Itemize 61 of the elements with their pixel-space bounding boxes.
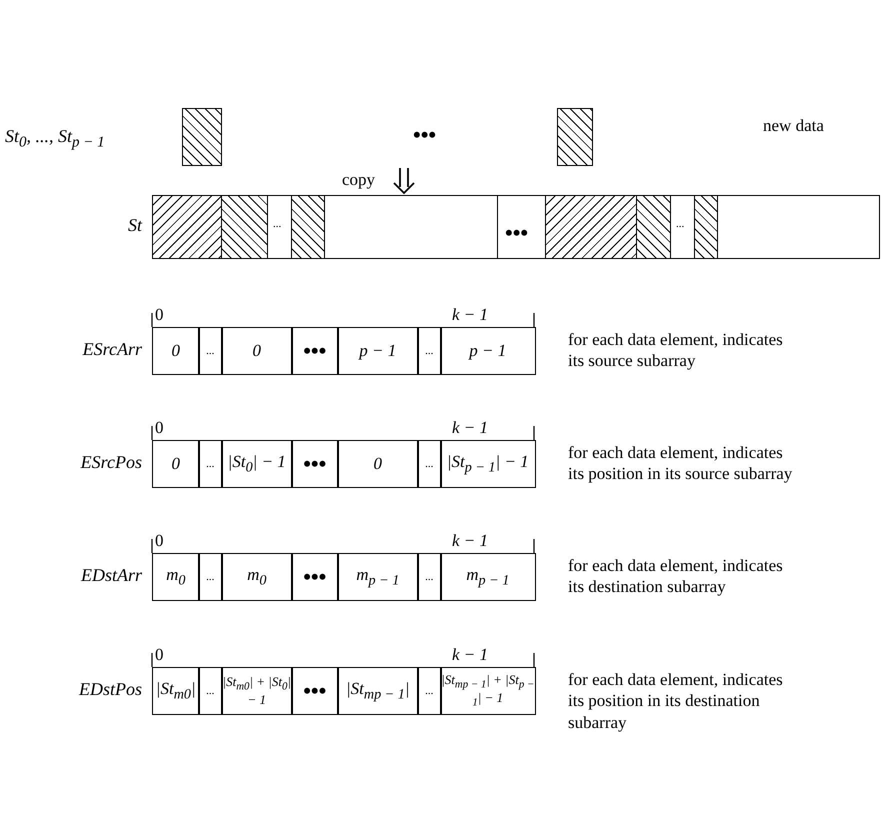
array-name: EDstPos: [79, 679, 142, 700]
array-cell: ...: [417, 327, 442, 375]
array-cell: ...: [417, 553, 442, 601]
array-name: St: [128, 215, 142, 236]
array-cell: m$_{0}$: [152, 553, 200, 601]
array-cell: |St$_{0}$| − 1: [221, 440, 292, 488]
index-label: 0: [155, 645, 164, 665]
description-text: for each data element, indicates its position in its source subarray: [568, 442, 794, 484]
array-name: St$_{0}$, ..., St$_{p − 1}$: [5, 126, 105, 152]
array-cell: p − 1: [337, 327, 418, 375]
hatched-block: [694, 195, 718, 259]
index-label: 0: [155, 531, 164, 551]
array-cell: |St$_{mp − 1}$| + |St$_{p −}$ $_{1}$| − 1: [440, 667, 536, 715]
hatched-block: [636, 195, 671, 259]
description-text: for each data element, indicates its position in its destination subarray: [568, 669, 784, 733]
index-label: 0: [155, 418, 164, 438]
ellipsis-text: ...: [273, 218, 282, 230]
array-cell: •••: [291, 327, 338, 375]
array-cell: 0: [152, 327, 200, 375]
array-cell: m$_{p − 1}$: [337, 553, 418, 601]
array-cell: m$_{0}$: [221, 553, 292, 601]
hatched-block: [291, 195, 325, 259]
array-cell: 0: [337, 440, 418, 488]
array-cell: 0: [221, 327, 292, 375]
array-cell: m$_{p − 1}$: [440, 553, 536, 601]
index-label: k − 1: [452, 418, 488, 438]
array-cell: ...: [198, 667, 222, 715]
ellipsis-text: ...: [676, 218, 684, 230]
array-cell: |St$_{m0}$| + |St$_{0}$| − 1: [221, 667, 292, 715]
array-cell: •••: [291, 553, 338, 601]
array-cell: ...: [198, 553, 222, 601]
hatched-block: [152, 195, 222, 259]
array-name: ESrcArr: [82, 339, 142, 360]
hatched-block: [545, 195, 637, 259]
array-name: EDstArr: [80, 565, 142, 586]
array-cell: ...: [198, 327, 222, 375]
array-cell: ...: [417, 440, 442, 488]
index-label: k − 1: [452, 645, 488, 665]
index-label: k − 1: [452, 305, 488, 325]
array-cell: |St$_{p − 1}$| − 1: [440, 440, 536, 488]
hatched-block: [557, 108, 593, 166]
hatched-block: [221, 195, 268, 259]
array-cell: 0: [152, 440, 200, 488]
double-arrow: [393, 167, 415, 194]
array-cell: p − 1: [440, 327, 536, 375]
hatched-block: [182, 108, 222, 166]
index-label: k − 1: [452, 531, 488, 551]
array-name: ESrcPos: [80, 452, 142, 473]
array-cell: •••: [291, 440, 338, 488]
description-text: for each data element, indicates its destination subarray: [568, 555, 784, 598]
array-cell: |St$_{m0}$|: [152, 667, 200, 715]
edge-label: copy: [342, 170, 376, 190]
ellipsis-dots: •••: [505, 220, 528, 246]
annotation-text: new data: [763, 116, 824, 136]
ellipsis-dots: •••: [413, 122, 436, 148]
description-text: for each data element, indicates its source subarray: [568, 329, 784, 372]
index-label: 0: [155, 305, 164, 325]
array-cell: ...: [417, 667, 442, 715]
array-cell: |St$_{mp − 1}$|: [337, 667, 418, 715]
array-cell: ...: [198, 440, 222, 488]
array-cell: •••: [291, 667, 338, 715]
